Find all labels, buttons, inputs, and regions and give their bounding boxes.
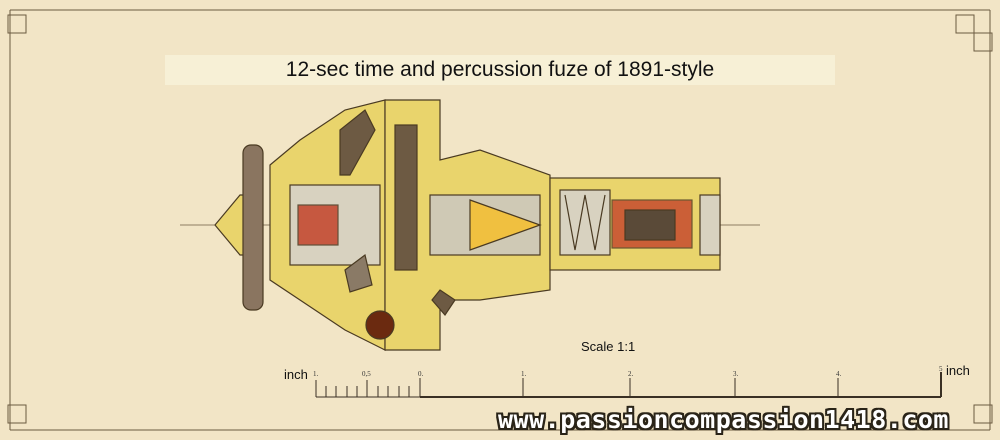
unit-left: inch [284, 367, 308, 382]
page-border [7, 9, 993, 431]
tick-label: 1. [521, 370, 527, 378]
unit-right: inch [946, 363, 970, 378]
tick-label: 3. [733, 370, 739, 378]
tick-label: 0. [418, 370, 424, 378]
tick-label: 5 [939, 365, 943, 373]
tick-label: 1. [313, 370, 319, 378]
scale-label: Scale 1:1 [581, 339, 636, 354]
scale-ruler [315, 372, 942, 398]
fuze-body [214, 99, 721, 351]
diagram-title: 12-sec time and percussion fuze of 1891-… [165, 55, 835, 85]
tick-label: 0,5 [362, 370, 371, 378]
watermark: www.passioncompassion1418.com [498, 405, 949, 434]
tick-label: 2. [628, 370, 634, 378]
tick-label: 4. [836, 370, 842, 378]
